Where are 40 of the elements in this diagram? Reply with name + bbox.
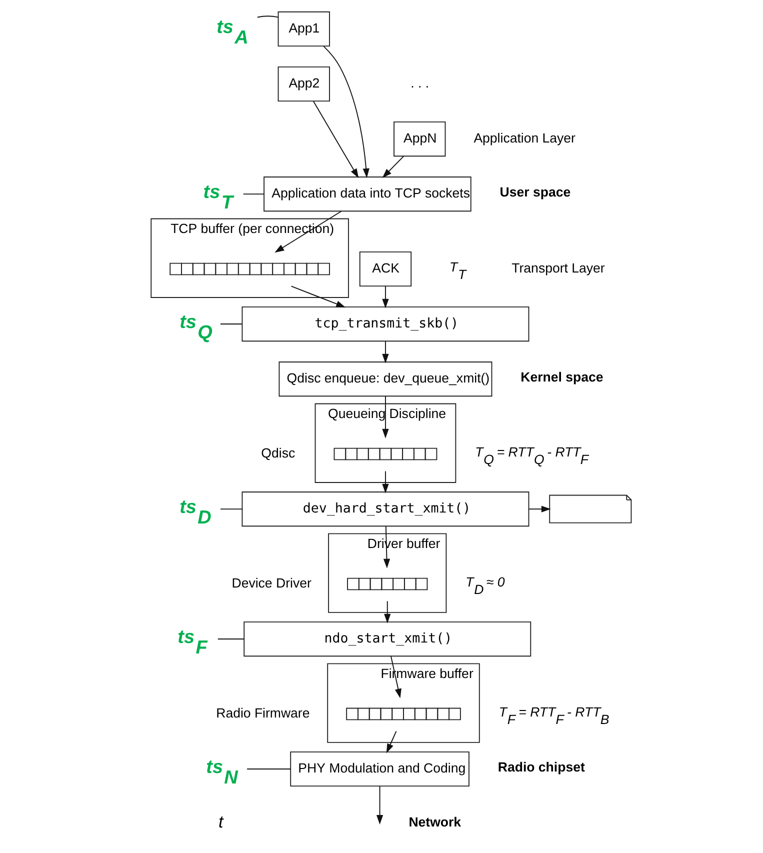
arrow: [382, 396, 389, 438]
node-box: Qdisc enqueue: dev_queue_xmit(): [278, 362, 492, 397]
label: Transport Layer: [512, 260, 605, 276]
label: Kernel space: [520, 370, 604, 385]
connector: [220, 324, 243, 325]
label: t: [218, 812, 224, 832]
connector: [242, 194, 264, 195]
label: Device Driver: [232, 576, 312, 591]
arrow: [290, 286, 346, 308]
label: Application Layer: [474, 130, 576, 146]
arrow: [384, 600, 391, 624]
arrow: [313, 100, 359, 178]
node-box: dev_hard_start_xmit(): [242, 491, 530, 527]
connector: [256, 16, 279, 18]
arrow: [382, 286, 389, 308]
node-box: tcp_transmit_skb(): [242, 306, 530, 342]
arrow: [323, 46, 370, 178]
label: Network: [408, 814, 462, 830]
node-box: ndo_start_xmit(): [244, 621, 532, 657]
arrow: [528, 506, 551, 512]
arrow: [386, 730, 397, 754]
connector: [220, 508, 243, 510]
arrow: [382, 470, 389, 494]
node-box: Application data into TCP sockets: [264, 176, 472, 212]
label: Qdisc: [261, 446, 296, 461]
connector: [246, 768, 292, 770]
arrow: [382, 156, 404, 178]
node-box: AppN: [394, 121, 446, 157]
label: User space: [500, 184, 571, 200]
node-box: App2: [278, 66, 330, 102]
node-box: PHY Modulation and Coding: [290, 751, 470, 787]
arrow: [382, 340, 389, 364]
arrow: [376, 786, 384, 824]
cluster: Queueing Discipline: [314, 403, 456, 483]
node-box: ACK: [359, 251, 412, 287]
connector: [217, 638, 245, 640]
label: Radio Firmware: [216, 705, 310, 720]
label: Radio chipset: [498, 760, 585, 775]
node-box: App1: [278, 11, 330, 47]
label: . . .: [410, 76, 430, 91]
